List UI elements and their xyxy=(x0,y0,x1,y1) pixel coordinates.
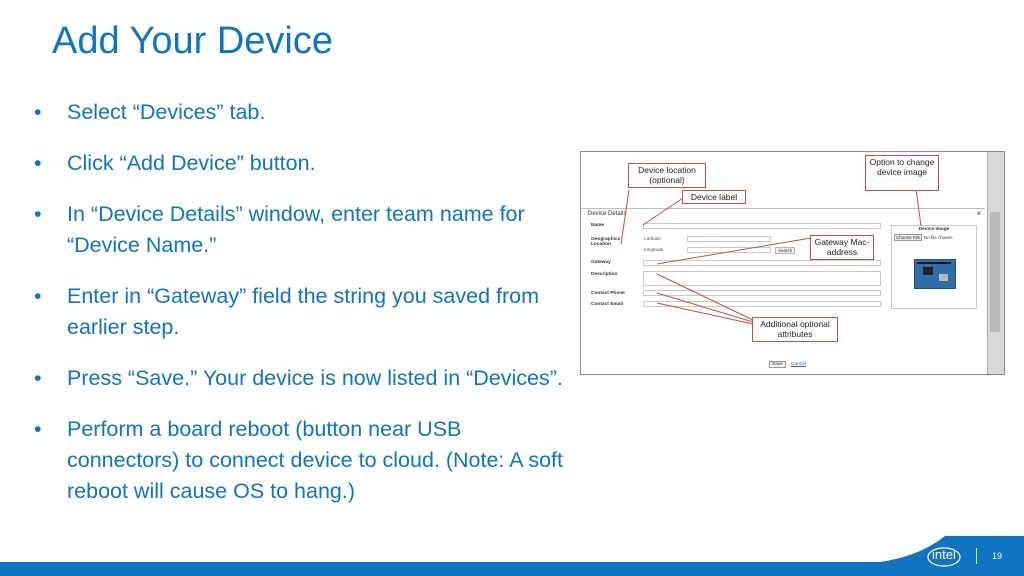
scrollbar-thumb[interactable] xyxy=(990,212,1000,332)
choose-file-button[interactable]: Choose File xyxy=(894,234,923,241)
scrollbar[interactable] xyxy=(987,152,1004,374)
device-details-dialog: Device Details × Name Geographics Locati… xyxy=(581,208,985,374)
gateway-label: Gateway xyxy=(591,260,611,265)
board-pins xyxy=(917,262,951,264)
bullet-marker: • xyxy=(34,151,42,175)
bullet-text: In “Device Details” window, enter team n… xyxy=(67,202,525,257)
bullet-item: • Click “Add Device” button. xyxy=(34,148,569,179)
callout-device-location: Device location (optional) xyxy=(628,163,706,188)
board-image xyxy=(914,259,956,289)
bullet-item: • Perform a board reboot (button near USB… xyxy=(34,414,569,507)
dialog-title: Device Details xyxy=(588,211,627,217)
bullet-text: Select “Devices” tab. xyxy=(67,100,266,124)
latitude-field[interactable] xyxy=(687,236,771,242)
name-label: Name xyxy=(591,223,605,228)
search-button[interactable]: Search xyxy=(775,247,796,254)
longitude-field[interactable] xyxy=(687,247,771,253)
close-icon[interactable]: × xyxy=(976,209,981,218)
gateway-field[interactable] xyxy=(643,260,881,266)
device-name-field[interactable] xyxy=(643,223,881,229)
bullet-marker: • xyxy=(34,366,42,390)
board-module xyxy=(939,274,948,281)
connector-attr-1 xyxy=(656,273,754,321)
bullet-text: Click “Add Device” button. xyxy=(67,151,316,175)
connector-label xyxy=(642,197,684,226)
connector-gateway xyxy=(656,237,812,265)
connector-attr-2 xyxy=(656,292,754,323)
callout-device-label: Device label xyxy=(682,190,746,204)
connector-location xyxy=(620,189,630,245)
device-image-label: Device Image xyxy=(918,227,950,232)
bullet-marker: • xyxy=(34,100,42,124)
connector-attr-3 xyxy=(656,302,754,325)
page-number: 19 xyxy=(992,551,1003,561)
cancel-link[interactable]: Cancel xyxy=(791,362,806,367)
footer-bar xyxy=(0,562,1024,576)
connector-image xyxy=(915,188,922,227)
bullet-marker: • xyxy=(34,284,42,308)
callout-device-image: Option to change device image xyxy=(865,155,939,191)
geo-location-label: Geographics Location xyxy=(591,237,621,247)
bullet-text: Enter in “Gateway” field the string you … xyxy=(67,284,540,339)
latitude-label: Latitude xyxy=(644,237,662,242)
slide-title: Add Your Device xyxy=(52,20,333,62)
contact-email-label: Contact Email xyxy=(591,302,623,307)
footer-separator xyxy=(976,548,977,564)
description-label: Description xyxy=(591,272,618,277)
contact-phone-field[interactable] xyxy=(643,290,881,296)
callout-connectors xyxy=(620,188,922,325)
bullet-item: • Enter in “Gateway” field the string you… xyxy=(34,281,569,343)
bullet-marker: • xyxy=(34,417,42,441)
contact-email-field[interactable] xyxy=(643,301,881,307)
bullet-item: • Press “Save.” Your device is now listed… xyxy=(34,363,569,394)
bullet-text: Press “Save.” Your device is now listed … xyxy=(67,366,563,390)
save-button[interactable]: Save xyxy=(769,361,786,368)
bullet-marker: • xyxy=(34,202,42,226)
bullet-item: • Select “Devices” tab. xyxy=(34,97,569,128)
bullet-list: • Select “Devices” tab. • Click “Add Devic… xyxy=(34,97,569,527)
contact-phone-label: Contact Phone xyxy=(591,291,625,296)
intel-logo-ring xyxy=(927,547,961,567)
intel-logo: intel xyxy=(932,547,956,562)
longitude-label: longitude xyxy=(644,248,664,253)
bullet-item: • In “Device Details” window, enter team … xyxy=(34,199,569,261)
callout-additional-attributes: Additional optional attributes xyxy=(752,317,838,342)
bullet-text: Perform a board reboot (button near USB … xyxy=(67,417,563,503)
board-chip xyxy=(923,267,933,275)
device-details-screenshot: Device Details × Name Geographics Locati… xyxy=(580,151,1005,375)
description-field[interactable] xyxy=(643,271,881,286)
callout-gateway: Gateway Mac-address xyxy=(810,235,874,260)
no-file-text: No file chosen xyxy=(924,235,953,240)
